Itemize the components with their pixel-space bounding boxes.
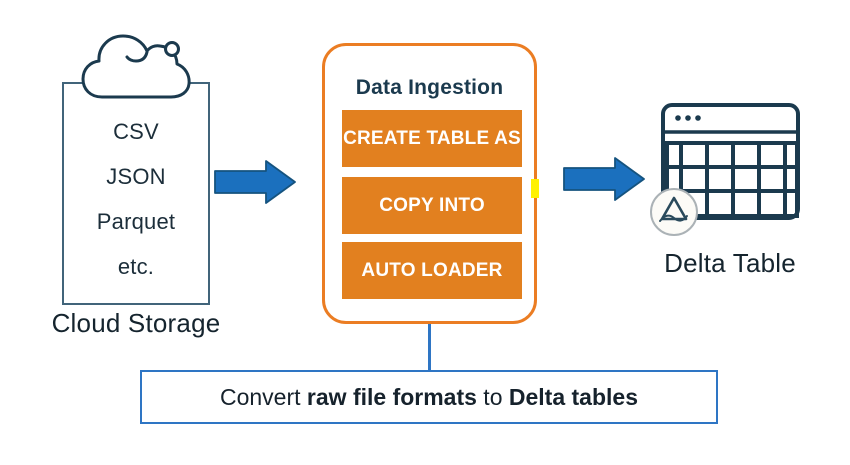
cloud-icon xyxy=(81,34,191,99)
yellow-cursor-marker-icon xyxy=(531,179,539,198)
format-item-csv: CSV xyxy=(113,119,159,144)
method-copy-into: COPY INTO xyxy=(342,177,522,234)
format-item-json: JSON xyxy=(106,164,166,189)
delta-lake-logo-badge-icon xyxy=(650,188,698,236)
connector-line xyxy=(428,324,431,371)
flow-arrow-left-icon xyxy=(214,160,296,204)
data-ingestion-title: Data Ingestion xyxy=(355,76,504,99)
method-create-table-as: CREATE TABLE AS xyxy=(342,110,522,167)
caption-box: Convert raw file formats to Delta tables xyxy=(140,370,718,424)
format-item-etc: etc. xyxy=(117,254,155,279)
delta-table-label: Delta Table xyxy=(664,248,796,278)
method-auto-loader: AUTO LOADER xyxy=(342,242,522,299)
data-ingestion-box: Data Ingestion CREATE TABLE AS COPY INTO… xyxy=(322,43,537,324)
cloud-storage-label: Cloud Storage xyxy=(51,308,221,338)
cloud-storage-box: CSV JSON Parquet etc. xyxy=(62,82,210,305)
flow-arrow-right-icon xyxy=(563,157,645,201)
caption-bold1: raw file formats xyxy=(306,383,477,410)
delta-table-icon xyxy=(650,103,800,236)
caption-part1: Convert xyxy=(219,383,307,410)
caption-bold2: Delta tables xyxy=(508,383,638,410)
caption-part2: to xyxy=(476,383,509,410)
format-item-parquet: Parquet xyxy=(96,209,176,234)
